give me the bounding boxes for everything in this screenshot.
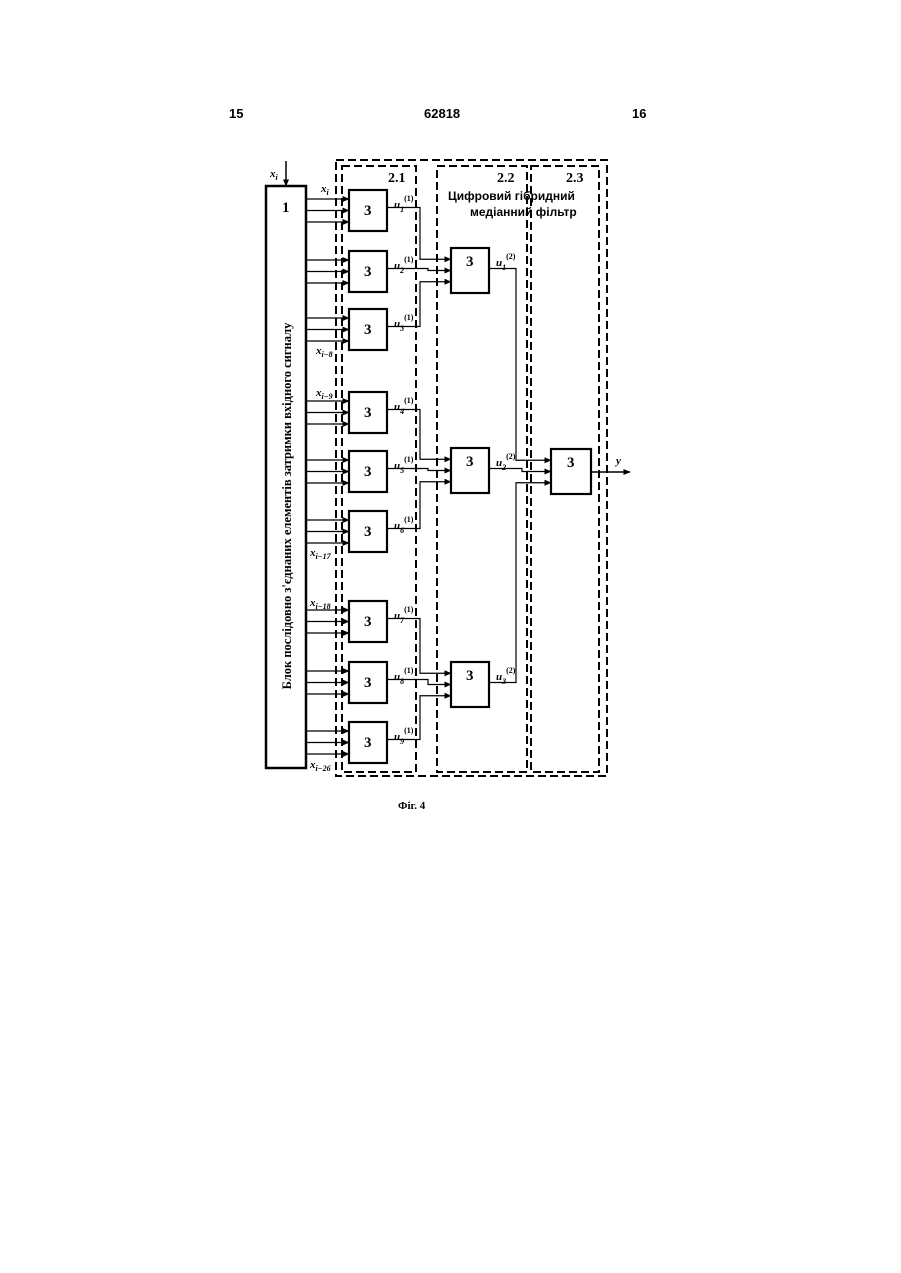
input-tap-label: xi−26 xyxy=(309,759,331,773)
stage2-output-wire xyxy=(489,483,551,683)
input-label: xi xyxy=(269,168,279,182)
median-element-label: 3 xyxy=(466,668,474,684)
filter-title-line2: медіанний фільтр xyxy=(470,205,577,219)
median-element-label: 3 xyxy=(364,675,372,691)
input-tap-label: xi−17 xyxy=(309,547,332,561)
stage1-output-label: u1(1) xyxy=(394,194,414,214)
stage1-output-label: u6(1) xyxy=(394,515,414,535)
median-element-label: 3 xyxy=(364,735,372,751)
input-tap-label: xi−8 xyxy=(315,345,333,359)
stage1-output-wire xyxy=(387,208,451,260)
median-element-label: 3 xyxy=(364,405,372,421)
stage1-output-label: u5(1) xyxy=(394,455,414,475)
median-element-label: 3 xyxy=(364,203,372,219)
median-element-label: 3 xyxy=(567,455,575,471)
stage1-output-label: u3(1) xyxy=(394,313,414,333)
median-elements: 3 3 3 3 3 3 3 3 3 3 3 3 3 xyxy=(349,190,591,763)
stage-2-3-label: 2.3 xyxy=(566,171,584,186)
stage2-output-wire xyxy=(489,269,551,461)
stage-2-1-label: 2.1 xyxy=(388,171,406,186)
input-tap-label: xi xyxy=(320,183,330,197)
filter-title-line1: Цифровий гібридний xyxy=(448,189,575,203)
median-element-label: 3 xyxy=(466,454,474,470)
median-element-label: 3 xyxy=(364,322,372,338)
output-label: y xyxy=(614,455,621,467)
median-element-label: 3 xyxy=(466,254,474,270)
stage1-output-label: u7(1) xyxy=(394,605,414,625)
stage-2-2-label: 2.2 xyxy=(497,171,515,186)
figure-caption: Фіг. 4 xyxy=(398,800,425,812)
stage1-output-label: u8(1) xyxy=(394,666,414,686)
input-tap-label: xi−18 xyxy=(309,597,331,611)
median-element-label: 3 xyxy=(364,264,372,280)
median-element-label: 3 xyxy=(364,614,372,630)
delay-block-label: Блок послідовно з'єднаних елементів затр… xyxy=(280,322,294,690)
stage1-output-label: u4(1) xyxy=(394,396,414,416)
stage1-output-label: u9(1) xyxy=(394,726,414,746)
delay-block-number: 1 xyxy=(282,200,290,216)
median-element-label: 3 xyxy=(364,524,372,540)
stage1-output-label: u2(1) xyxy=(394,255,414,275)
stage1-output-wire xyxy=(387,410,451,460)
stage1-output-wire xyxy=(387,619,451,674)
median-element-label: 3 xyxy=(364,464,372,480)
input-tap-label: xi−9 xyxy=(315,387,333,401)
